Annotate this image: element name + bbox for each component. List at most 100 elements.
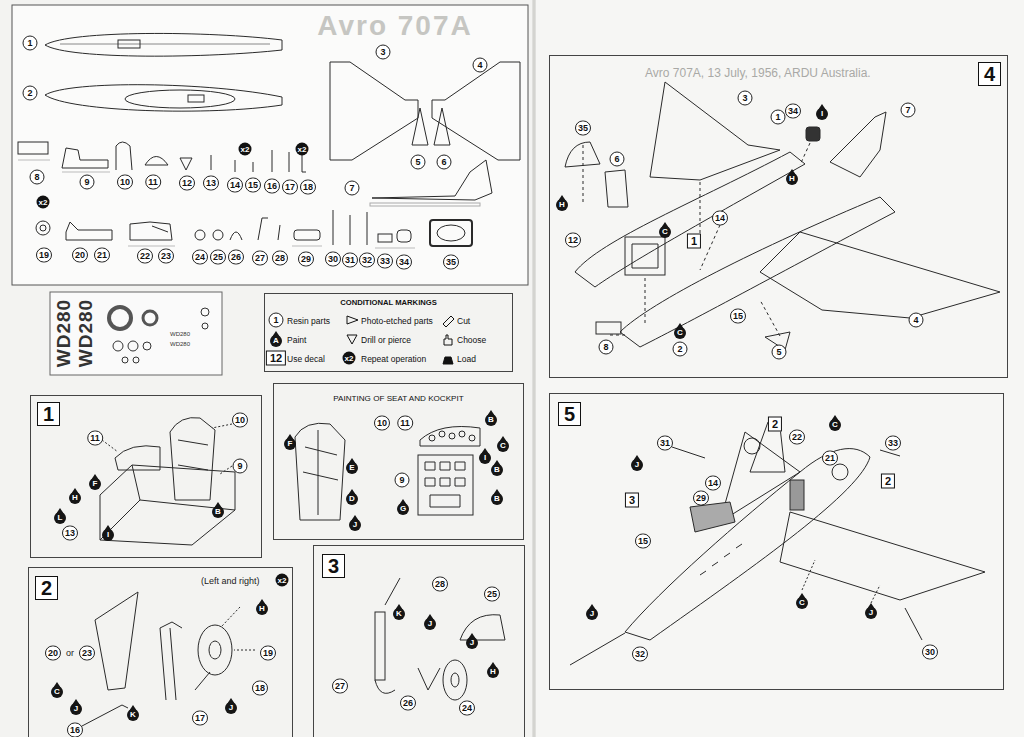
note-text: or xyxy=(66,648,74,658)
line-art xyxy=(372,160,492,200)
callout-number: 14 xyxy=(227,178,243,193)
callout-number: 6 xyxy=(610,152,625,167)
callout-number: 12 xyxy=(565,233,581,248)
callout-number: 3 xyxy=(738,91,753,106)
line-art xyxy=(333,210,367,245)
paint-code: I xyxy=(816,108,828,120)
line-art xyxy=(195,230,205,240)
line-art xyxy=(170,418,215,500)
line-art xyxy=(418,455,473,515)
line-art xyxy=(145,157,168,166)
decal-sheet xyxy=(50,292,222,375)
callout-number: 18 xyxy=(300,180,316,195)
callout-number: 19 xyxy=(36,248,52,263)
legend-text: Repeat operation xyxy=(361,353,426,365)
callout-number: 26 xyxy=(228,250,244,265)
paint-code: F xyxy=(89,478,101,490)
legend-icon xyxy=(441,333,456,347)
callout-number: 15 xyxy=(635,534,651,549)
callout-number: 33 xyxy=(377,254,393,269)
step-2-art xyxy=(82,592,255,726)
callout-number: 15 xyxy=(245,178,261,193)
callout-number: 30 xyxy=(325,252,341,267)
paint-code: C xyxy=(674,327,686,339)
callout-number: 17 xyxy=(192,711,208,726)
line-art xyxy=(62,148,108,168)
callout-number: 21 xyxy=(822,451,838,466)
paint-code: J xyxy=(466,637,478,649)
legend-text: Choose xyxy=(457,334,486,346)
step-4-art xyxy=(565,82,1000,350)
repeat-mark: x2 xyxy=(239,143,252,156)
legend-title: CONDITIONAL MARKINGS xyxy=(265,298,512,307)
paint-code: H xyxy=(69,492,81,504)
line-art xyxy=(460,615,505,640)
line-art xyxy=(40,225,46,231)
step-number: 3 xyxy=(322,554,345,578)
line-art xyxy=(420,427,480,447)
line-art xyxy=(201,308,209,316)
callout-number: 5 xyxy=(411,155,426,170)
line-art xyxy=(780,512,985,600)
callout-number: 29 xyxy=(298,252,314,267)
line-art xyxy=(222,607,255,650)
panel-box: 4Avro 707A, 13 July, 1956, ARDU Australi… xyxy=(549,55,1008,378)
line-art xyxy=(375,680,395,693)
callout-number: 14 xyxy=(712,211,728,226)
panel-box: CONDITIONAL MARKINGSResin partsPhoto-etc… xyxy=(264,293,513,372)
line-art xyxy=(830,112,886,177)
legend-text: Resin parts xyxy=(287,315,330,327)
callout-number: 34 xyxy=(785,104,801,119)
step-number: 1 xyxy=(37,402,60,426)
paint-code: K xyxy=(127,709,139,721)
paint-code: E xyxy=(346,462,358,474)
callout-number: 16 xyxy=(67,723,83,737)
line-art xyxy=(82,705,128,726)
callout-number: 27 xyxy=(332,679,348,694)
callout-number: 23 xyxy=(79,646,95,661)
callout-number: 35 xyxy=(443,255,459,270)
callout-number: 9 xyxy=(233,459,248,474)
callout-number: 15 xyxy=(730,309,746,324)
callout-number: 5 xyxy=(772,345,787,360)
line-art xyxy=(790,480,804,510)
line-art xyxy=(102,424,232,474)
callout-number: 4 xyxy=(473,58,488,73)
callout-number: 19 xyxy=(260,646,276,661)
callout-number: 34 xyxy=(396,255,412,270)
callout-number: 9 xyxy=(80,175,95,190)
paint-code: H xyxy=(256,603,268,615)
legend-icon-shape xyxy=(443,357,453,364)
decal-text: WD280 xyxy=(170,341,190,347)
line-art xyxy=(412,108,450,145)
line-art xyxy=(36,221,50,235)
line-art xyxy=(180,158,192,170)
line-art xyxy=(459,431,465,437)
line-art xyxy=(385,578,400,605)
line-art xyxy=(533,0,536,737)
line-art xyxy=(125,90,235,108)
paint-code: J xyxy=(70,703,82,715)
paint-code: C xyxy=(659,226,671,238)
line-art xyxy=(258,218,280,240)
repeat-mark: x2 xyxy=(296,143,309,156)
callout-number: 3 xyxy=(376,45,391,60)
line-art xyxy=(211,150,306,172)
callout-number: 2 xyxy=(673,342,688,357)
paint-code: C xyxy=(796,597,808,609)
paint-code: J xyxy=(349,519,361,531)
line-art xyxy=(806,127,820,141)
line-art xyxy=(198,625,232,675)
line-art xyxy=(802,560,880,603)
step-3-art xyxy=(375,578,505,700)
callout-number: 33 xyxy=(885,436,901,451)
step-reference: 1 xyxy=(687,234,701,249)
line-art xyxy=(18,142,48,154)
callout-number: 11 xyxy=(397,416,413,431)
paint-code: L xyxy=(54,512,66,524)
line-art xyxy=(45,85,282,111)
faint-note: Avro 707A, 13 July, 1956, ARDU Australia… xyxy=(645,66,871,80)
line-art xyxy=(45,33,282,56)
callout-number: 25 xyxy=(484,587,500,602)
line-art xyxy=(443,660,467,700)
